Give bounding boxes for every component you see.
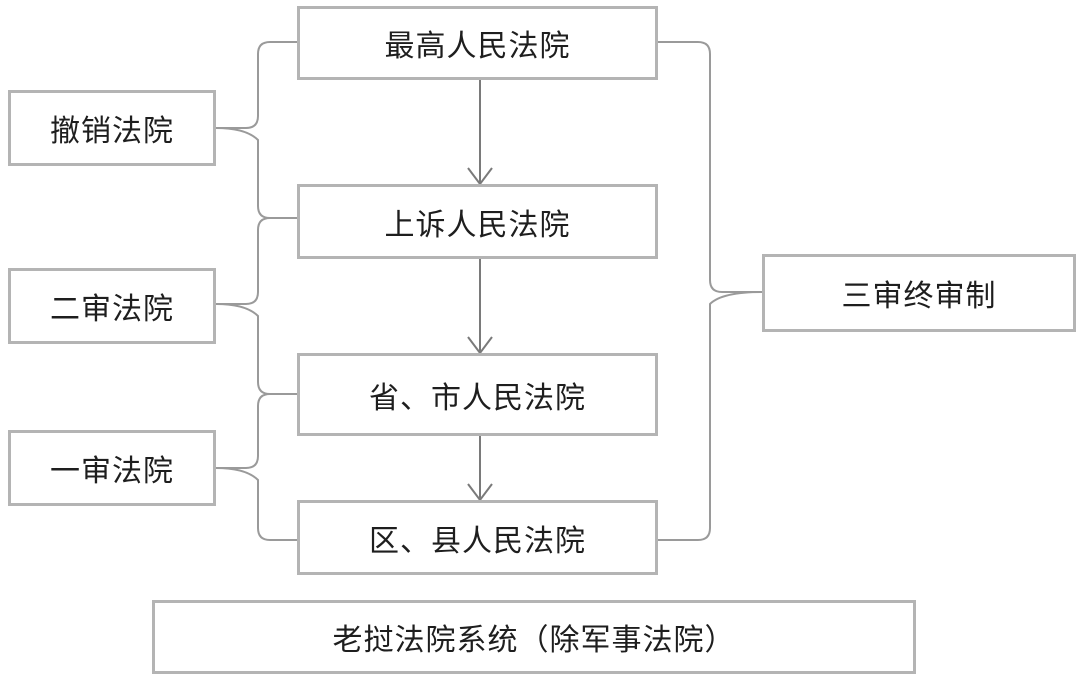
cassation-court-box: 撤销法院 — [8, 90, 216, 166]
district-court-label: 区、县人民法院 — [369, 523, 586, 559]
footer-title-label: 老挝法院系统（除军事法院） — [332, 623, 736, 658]
bracket-second-instance — [215, 217, 297, 395]
bracket-three-tier — [658, 41, 763, 541]
first-instance-court-label: 一审法院 — [50, 454, 174, 489]
district-court-box: 区、县人民法院 — [297, 500, 658, 575]
footer-title-box: 老挝法院系统（除军事法院） — [152, 600, 916, 674]
provincial-court-label: 省、市人民法院 — [369, 380, 586, 416]
appeal-court-box: 上诉人民法院 — [297, 184, 658, 259]
bracket-first-instance — [215, 393, 297, 541]
first-instance-court-box: 一审法院 — [8, 430, 216, 506]
supreme-court-box: 最高人民法院 — [297, 6, 658, 80]
supreme-court-label: 最高人民法院 — [384, 29, 571, 64]
provincial-court-box: 省、市人民法院 — [297, 353, 658, 436]
three-tier-system-label: 三审终审制 — [841, 279, 997, 314]
appeal-court-label: 上诉人民法院 — [384, 207, 571, 243]
second-instance-court-box: 二审法院 — [8, 268, 216, 344]
bracket-cassation — [215, 41, 297, 219]
three-tier-system-box: 三审终审制 — [762, 254, 1076, 332]
cassation-court-label: 撤销法院 — [50, 114, 174, 149]
second-instance-court-label: 二审法院 — [50, 292, 174, 327]
